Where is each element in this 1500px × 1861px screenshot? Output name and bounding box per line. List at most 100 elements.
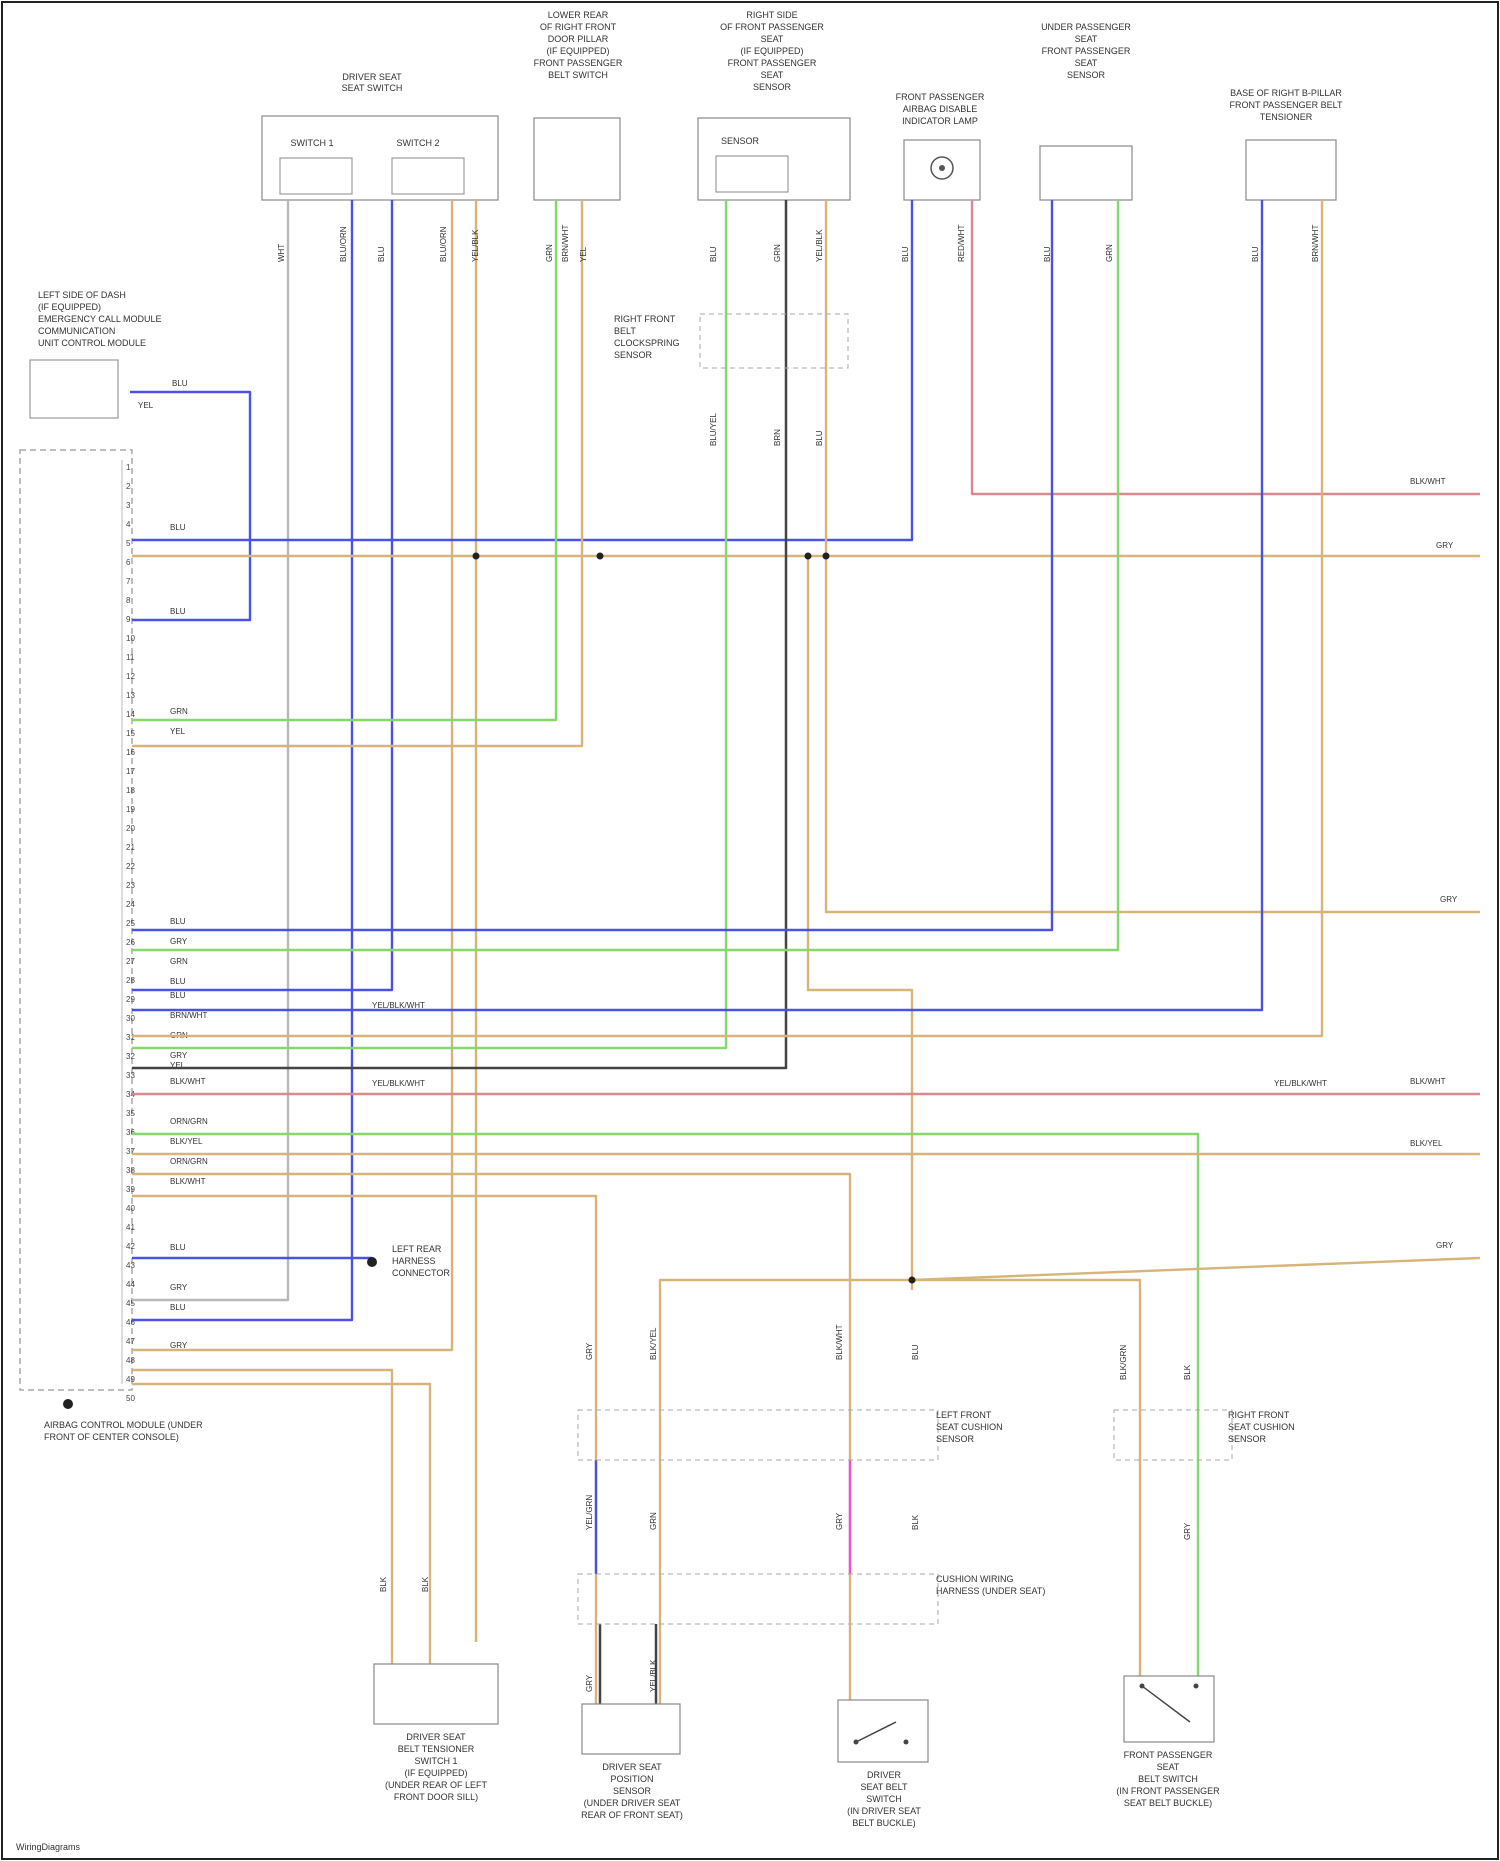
component-title: BASE OF RIGHT B-PILLAR (1230, 88, 1342, 98)
connector-title: SEAT CUSHION (936, 1422, 1003, 1432)
module-pin-number: 1 (126, 463, 131, 472)
wire-code: BLU/YEL (709, 413, 718, 446)
connector-title: CONNECTOR (392, 1268, 450, 1278)
module-pin-number: 3 (126, 501, 131, 510)
wire-code: GRY (585, 1342, 594, 1360)
component-title: DRIVER SEAT (602, 1762, 662, 1772)
component-title: (IF EQUIPPED) (546, 46, 609, 56)
component-title: (IF EQUIPPED) (740, 46, 803, 56)
lamp-icon-center (939, 165, 945, 171)
ground-dot (63, 1399, 73, 1409)
module-pin-number: 29 (126, 995, 135, 1004)
wire-code: BLU/ORN (439, 226, 448, 262)
splice-dot (597, 553, 604, 560)
wire-code: BLU/ORN (339, 226, 348, 262)
module-pin-number: 39 (126, 1185, 135, 1194)
ground-dot (367, 1257, 377, 1267)
bus-label: BLK/WHT (1410, 477, 1446, 486)
wire-code: BLU (170, 1303, 186, 1312)
component-title: (IF EQUIPPED) (404, 1768, 467, 1778)
module-pin-number: 8 (126, 596, 131, 605)
component-title: SEAT (1075, 58, 1098, 68)
wire-code: GRY (835, 1512, 844, 1530)
component-title: FRONT PASSENGER (1124, 1750, 1213, 1760)
wire-code: YEL/BLK/WHT (372, 1079, 425, 1088)
module-pin-number: 50 (126, 1394, 135, 1403)
wire-code: ORN/GRN (170, 1117, 208, 1126)
module-pin-number: 5 (126, 539, 131, 548)
wire-code: BLU (170, 1243, 186, 1252)
switch-contact (1194, 1684, 1199, 1689)
component-title: FRONT OF CENTER CONSOLE) (44, 1432, 179, 1442)
wire-code: GRN (649, 1512, 658, 1530)
component-title: SEAT BELT (860, 1782, 908, 1792)
component-title: SWITCH 1 (414, 1756, 457, 1766)
component-title: (IN DRIVER SEAT (847, 1806, 921, 1816)
module-pin-number: 24 (126, 900, 135, 909)
connector-title: RIGHT FRONT (614, 314, 676, 324)
wire-code: YEL (170, 727, 186, 736)
module-pin-number: 26 (126, 938, 135, 947)
switch-contact (1140, 1684, 1145, 1689)
component-title: OF RIGHT FRONT (540, 22, 617, 32)
module-pin-number: 36 (126, 1128, 135, 1137)
connector-title: SENSOR (614, 350, 653, 360)
component-title: DRIVER (867, 1770, 902, 1780)
wire-code: BLK (1183, 1364, 1192, 1380)
wire-code: GRY (1183, 1522, 1192, 1540)
wire-code: YEL/BLK (649, 1659, 658, 1692)
component-title: POSITION (610, 1774, 653, 1784)
component-title: FRONT PASSENGER BELT (1229, 100, 1343, 110)
wire-code: YEL/BLK/WHT (1274, 1079, 1327, 1088)
module-pin-number: 10 (126, 634, 135, 643)
module-pin-number: 28 (126, 976, 135, 985)
bus-label: GRY (1436, 541, 1454, 550)
module-pin-number: 23 (126, 881, 135, 890)
wire-code: YEL (579, 246, 588, 262)
wire-code: BLK/YEL (649, 1327, 658, 1360)
wire-code: BLU (1043, 246, 1052, 262)
module-pin-number: 31 (126, 1033, 135, 1042)
wire-code: GRY (170, 937, 188, 946)
module-pin-number: 25 (126, 919, 135, 928)
wire-code: BLU (377, 246, 386, 262)
module-pin-number: 47 (126, 1337, 135, 1346)
wire-code: BLU (901, 246, 910, 262)
connector-title: BELT (614, 326, 636, 336)
module-pin-number: 21 (126, 843, 135, 852)
module-pin-number: 16 (126, 748, 135, 757)
component-title: LOWER REAR (548, 10, 609, 20)
wire-code: BRN/WHT (561, 225, 570, 262)
component-title: SENSOR (1067, 70, 1106, 80)
connector-title: HARNESS (UNDER SEAT) (936, 1586, 1045, 1596)
module-pin-number: 13 (126, 691, 135, 700)
wire-code: BLU (170, 917, 186, 926)
module-pin-number: 35 (126, 1109, 135, 1118)
wire-code: BLU (815, 430, 824, 446)
module-pin-number: 49 (126, 1375, 135, 1384)
wire-code: GRN (170, 957, 188, 966)
wire-code: BLK/GRN (1119, 1345, 1128, 1380)
component-title: LEFT SIDE OF DASH (38, 290, 126, 300)
component-sub-label: SENSOR (721, 136, 760, 146)
connector-title: SEAT CUSHION (1228, 1422, 1295, 1432)
connector-title: LEFT FRONT (936, 1410, 992, 1420)
wire-code: YEL/BLK (471, 229, 480, 262)
component-title: (IF EQUIPPED) (38, 302, 101, 312)
component-title: DRIVER SEAT (342, 72, 402, 82)
component-sub-label: SWITCH 2 (396, 138, 439, 148)
splice-dot (805, 553, 812, 560)
module-pin-number: 19 (126, 805, 135, 814)
wire-code: BLU (1251, 246, 1260, 262)
module-pin-number: 18 (126, 786, 135, 795)
module-pin-number: 7 (126, 577, 131, 586)
wire-code: GRY (170, 1283, 188, 1292)
splice-dot (909, 1277, 916, 1284)
module-pin-number: 22 (126, 862, 135, 871)
connector-title: CLOCKSPRING (614, 338, 680, 348)
component-title: UNIT CONTROL MODULE (38, 338, 146, 348)
connector-title: LEFT REAR (392, 1244, 442, 1254)
wire-code: BLU (170, 607, 186, 616)
